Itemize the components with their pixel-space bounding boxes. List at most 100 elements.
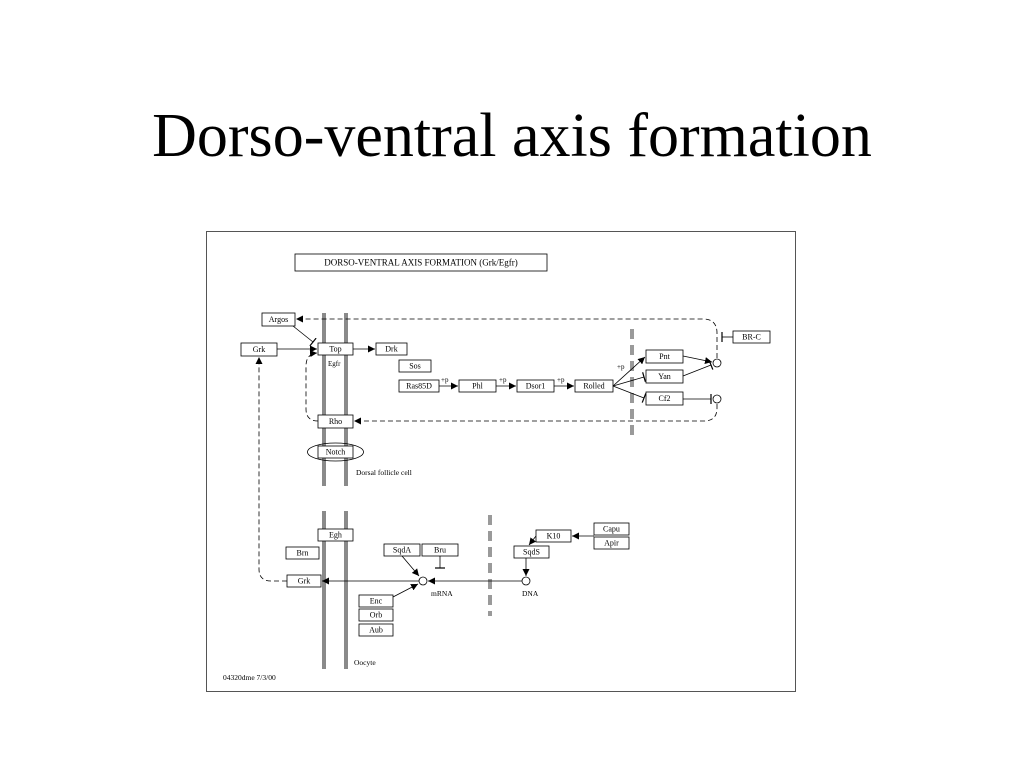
node-label: Cf2: [659, 394, 671, 403]
phosphorylation-label: +p: [499, 376, 507, 384]
node-box: [513, 545, 550, 559]
arrow-rolled-to-pnt: [612, 356, 646, 387]
diagram-header-label: DORSO-VENTRAL AXIS FORMATION (Grk/Egfr): [324, 258, 517, 268]
node-box: [593, 536, 630, 550]
notch-ellipse: [307, 442, 364, 462]
slide-title: Dorso-ventral axis formation: [152, 102, 872, 170]
inhibition-rolled-yan: [612, 372, 646, 387]
node-box: [317, 342, 354, 356]
phosphorylation-label: +p: [557, 376, 565, 384]
node-dsor1: Dsor1: [516, 379, 555, 393]
node-label: Enc: [370, 597, 383, 606]
node-box: [516, 379, 555, 393]
node-box: [645, 369, 684, 384]
node-box: [317, 528, 354, 542]
node-box: [286, 574, 322, 588]
node-egh: Egh: [317, 528, 354, 542]
node-sqds: SqdS: [513, 545, 550, 559]
node-label: Ras85D: [406, 382, 432, 391]
mrna-label: mRNA: [431, 589, 453, 598]
node-capu: Capu: [593, 522, 630, 536]
node-label: Drk: [385, 345, 397, 354]
node-argos: Argos: [261, 312, 296, 327]
node-k10: K10: [535, 529, 572, 543]
pathway-diagram: DORSO-VENTRAL AXIS FORMATION (Grk/Egfr): [206, 231, 796, 692]
node-label: SqdS: [523, 548, 540, 557]
phosphorylation-label: +p: [441, 376, 449, 384]
node-label: Rho: [329, 417, 342, 426]
arrow-k10-to-sqds: [528, 535, 537, 546]
node-label: K10: [547, 532, 561, 541]
dorsal-follicle-cell-label: Dorsal follicle cell: [356, 468, 412, 477]
dashed-arrow-to-rho: [354, 404, 718, 425]
arrow-pnt-to-target: [682, 355, 713, 365]
node-phl: Phl: [458, 379, 497, 393]
node-orb: Orb: [358, 608, 394, 622]
node-cf2: Cf2: [645, 391, 684, 406]
node-label: BR-C: [742, 333, 761, 342]
node-box: [398, 379, 440, 393]
diagram-footer-id: 04320dme 7/3/00: [223, 673, 276, 682]
node-box: [375, 342, 408, 356]
node-label: Brn: [297, 549, 309, 558]
phosphorylation-label: +p: [617, 363, 625, 371]
node-aub: Aub: [358, 623, 394, 637]
node-box: [398, 359, 432, 373]
mrna-circle: [418, 576, 428, 586]
target-gene-circle-1: [712, 358, 722, 368]
node-label: Apir: [604, 539, 619, 548]
edges: [255, 315, 733, 598]
node-top: Top: [317, 342, 354, 356]
node-label: Sos: [409, 362, 421, 371]
node-label: Orb: [370, 611, 382, 620]
node-box: [261, 312, 296, 327]
inhibition-rolled-cf2: [612, 385, 647, 403]
egfr-label: Egfr: [328, 360, 341, 368]
target-gene-circle-2: [712, 394, 722, 404]
dna-circle: [521, 576, 531, 586]
node-grk-top: Grk: [240, 342, 278, 357]
dashed-arrow-to-argos: [296, 315, 718, 358]
node-label: SqdA: [393, 546, 411, 555]
dashed-arrow-rho-to-top: [305, 350, 319, 422]
node-box: [317, 445, 354, 459]
node-bru: Bru: [421, 543, 459, 557]
node-apir: Apir: [593, 536, 630, 550]
node-box: [421, 543, 459, 557]
node-box: [458, 379, 497, 393]
node-label: Aub: [369, 626, 383, 635]
node-label: Yan: [658, 372, 671, 381]
node-rolled: Rolled: [574, 379, 614, 393]
node-enc: Enc: [358, 594, 394, 608]
dashed-arrow-grk-secretion: [255, 357, 287, 582]
arrow-sqda-to-mrna: [401, 555, 420, 577]
node-label: Rolled: [583, 382, 604, 391]
node-label: Notch: [326, 448, 346, 457]
node-grk-bottom: Grk: [286, 574, 322, 588]
follicle-cell-membrane: [322, 313, 348, 486]
node-brn: Brn: [285, 546, 320, 560]
arrow-enc-orb-aub-to-mrna: [392, 583, 419, 598]
node-box: [285, 546, 320, 560]
pathway-diagram-canvas: DORSO-VENTRAL AXIS FORMATION (Grk/Egfr): [223, 253, 771, 682]
node-rho: Rho: [317, 414, 354, 429]
dna-label: DNA: [522, 589, 539, 598]
node-label: Grk: [298, 577, 310, 586]
oocyte-label: Oocyte: [354, 658, 376, 667]
node-label: Argos: [269, 315, 288, 324]
node-notch: Notch: [317, 445, 354, 459]
node-ras85d: Ras85D: [398, 379, 440, 393]
node-box: [732, 330, 771, 344]
node-box: [535, 529, 572, 543]
node-drk: Drk: [375, 342, 408, 356]
node-box: [358, 608, 394, 622]
node-box: [358, 594, 394, 608]
node-sqda: SqdA: [383, 543, 421, 557]
node-label: Dsor1: [526, 382, 546, 391]
node-brc: BR-C: [732, 330, 771, 344]
diagram-header: DORSO-VENTRAL AXIS FORMATION (Grk/Egfr): [294, 253, 548, 272]
inhibition-yan-target: [682, 360, 714, 377]
node-box: [574, 379, 614, 393]
node-label: Pnt: [659, 352, 670, 361]
node-box: [645, 391, 684, 406]
